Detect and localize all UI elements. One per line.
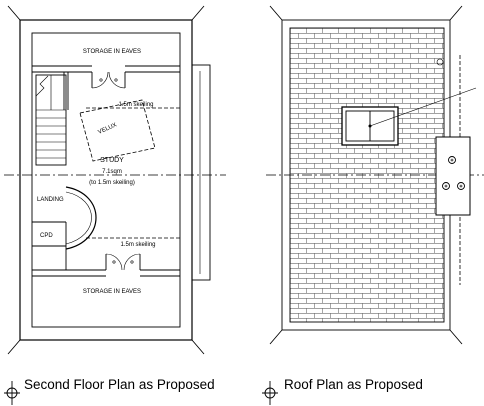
ceiling-height-label-bottom: 1.5m skeiling bbox=[120, 242, 155, 248]
door-handle-dot bbox=[114, 78, 118, 82]
drawing-reference-crosshair bbox=[262, 381, 278, 405]
top-partition bbox=[32, 65, 180, 73]
cupboard-walls bbox=[32, 221, 67, 270]
floor-plan-title-block: Second Floor Plan as Proposed bbox=[4, 377, 215, 405]
staircase bbox=[35, 72, 69, 166]
bottom-door-leaves bbox=[105, 254, 141, 270]
dormer-projection bbox=[191, 64, 211, 281]
curved-partition bbox=[65, 186, 97, 250]
bottom-door-swings bbox=[105, 253, 141, 271]
drawing-reference-crosshair bbox=[4, 381, 20, 405]
door-handle-dot bbox=[130, 260, 134, 264]
roof-vent-marker bbox=[436, 58, 444, 66]
room-note-label: (to 1.5m skeiling) bbox=[89, 180, 135, 186]
door-handle-dot bbox=[112, 260, 116, 264]
inner-wall bbox=[31, 32, 181, 328]
room-area-label: 7.1sqm bbox=[102, 169, 122, 175]
top-door-swings bbox=[91, 71, 126, 89]
leader-line bbox=[369, 87, 477, 127]
storage-eaves-top-label: STORAGE IN EAVES bbox=[83, 49, 141, 55]
second-floor-plan: STORAGE IN EAVES VELUX 1.5m skeiling STU… bbox=[4, 5, 226, 355]
corner-break-lines bbox=[7, 5, 205, 355]
velux-label: VELUX bbox=[97, 122, 117, 135]
roof-tiles bbox=[289, 27, 445, 323]
cupboard-label: CPD bbox=[40, 233, 53, 239]
room-name-label: STUDY bbox=[100, 157, 124, 164]
storage-eaves-bottom-label: STORAGE IN EAVES bbox=[83, 289, 141, 295]
roof-plan-title-block: Roof Plan as Proposed bbox=[262, 377, 423, 405]
top-door-leaves bbox=[91, 72, 126, 88]
roof-plan-title: Roof Plan as Proposed bbox=[284, 377, 423, 392]
floor-plan-title: Second Floor Plan as Proposed bbox=[24, 377, 215, 392]
flue-box bbox=[435, 136, 471, 216]
bottom-partition bbox=[32, 269, 180, 277]
ceiling-height-label-top: 1.5m skeiling bbox=[118, 102, 153, 108]
roof-corner-break-lines bbox=[269, 5, 463, 345]
curved-partition-inner bbox=[65, 191, 92, 245]
velux-outline bbox=[79, 99, 156, 162]
landing-label: LANDING bbox=[37, 197, 64, 203]
door-handle-dot bbox=[99, 78, 103, 82]
roof-plan bbox=[266, 5, 484, 345]
